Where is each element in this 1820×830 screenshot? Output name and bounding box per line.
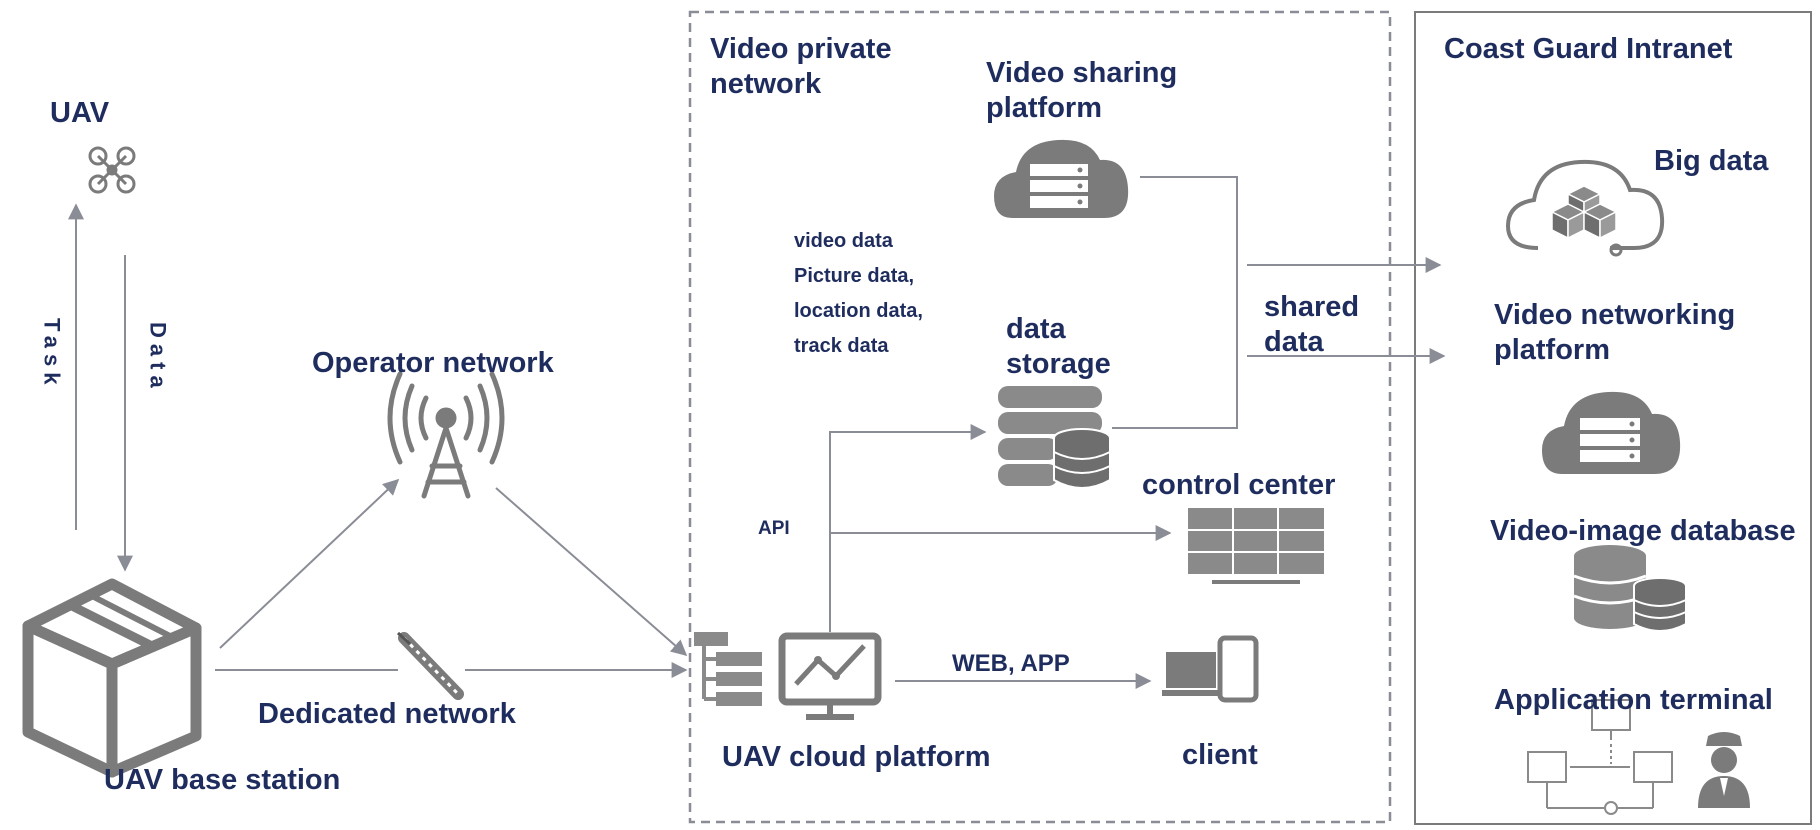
data-types-list: video data Picture data, location data, … [794, 224, 923, 364]
video-networking-platform-label: Video networking platform [1494, 298, 1735, 368]
video-networking-cloud-icon [1542, 391, 1681, 474]
terminal-network-icon [1527, 699, 1673, 815]
application-terminal-label: Application terminal [1494, 684, 1773, 716]
uav-label: UAV [50, 97, 110, 129]
base-to-operator-arrow [219, 478, 400, 649]
private-network-title: Video private network [710, 32, 892, 102]
cloud-server-icon [994, 139, 1129, 218]
client-label: client [1182, 739, 1258, 771]
coast-guard-intranet-title: Coast Guard Intranet [1444, 33, 1733, 65]
cloud-platform-icon [694, 632, 882, 720]
dedicated-network-label: Dedicated network [258, 698, 516, 730]
fiber-cable-icon [396, 631, 464, 700]
api-label: API [758, 518, 790, 539]
data-storage-label: data storage [1006, 312, 1111, 382]
data-storage-line2: storage [1006, 347, 1111, 380]
api-to-storage-arrow [829, 424, 987, 632]
shared-data-label: shared data [1264, 290, 1359, 360]
drone-icon [88, 146, 136, 194]
video-wall-icon [1188, 508, 1324, 584]
video-networking-line1: Video networking [1494, 299, 1736, 331]
video-sharing-line1: Video sharing [986, 57, 1178, 89]
shared-data-line1: shared [1264, 291, 1360, 323]
coast-guard-intranet-boundary [1414, 11, 1812, 825]
task-label: Task [39, 318, 65, 391]
client-device-icon [1162, 635, 1259, 703]
data-type-item: track data [794, 335, 889, 357]
data-type-item: video data [794, 230, 893, 252]
big-data-cloud-icon [1505, 159, 1665, 257]
private-network-title-line2: network [710, 67, 822, 100]
uav-base-station-label: UAV base station [104, 764, 341, 796]
cell-tower-icon [387, 371, 505, 499]
data-storage-line1: data [1006, 313, 1066, 345]
video-networking-line2: platform [1494, 333, 1610, 366]
video-sharing-line2: platform [986, 91, 1102, 124]
shared-data-line2: data [1264, 325, 1324, 358]
video-sharing-platform-label: Video sharing platform [986, 56, 1177, 126]
data-type-item: location data, [794, 300, 923, 322]
operator-to-cloud-arrow [495, 487, 688, 657]
data-label: Data [145, 322, 171, 394]
big-data-label: Big data [1654, 145, 1769, 177]
private-network-title-line1: Video private [710, 33, 892, 65]
video-private-network-boundary [688, 10, 1392, 824]
database-icon [1573, 545, 1687, 632]
shared-data-connector [1112, 176, 1238, 429]
data-storage-icon [998, 386, 1111, 489]
data-type-item: Picture data, [794, 265, 915, 287]
base-station-box-icon [22, 578, 202, 778]
video-image-database-label: Video-image database [1490, 515, 1796, 547]
officer-icon [1698, 732, 1750, 808]
control-center-label: control center [1142, 469, 1336, 501]
operator-network-label: Operator network [312, 347, 554, 379]
web-app-label: WEB, APP [952, 650, 1070, 677]
uav-cloud-platform-label: UAV cloud platform [722, 741, 991, 773]
